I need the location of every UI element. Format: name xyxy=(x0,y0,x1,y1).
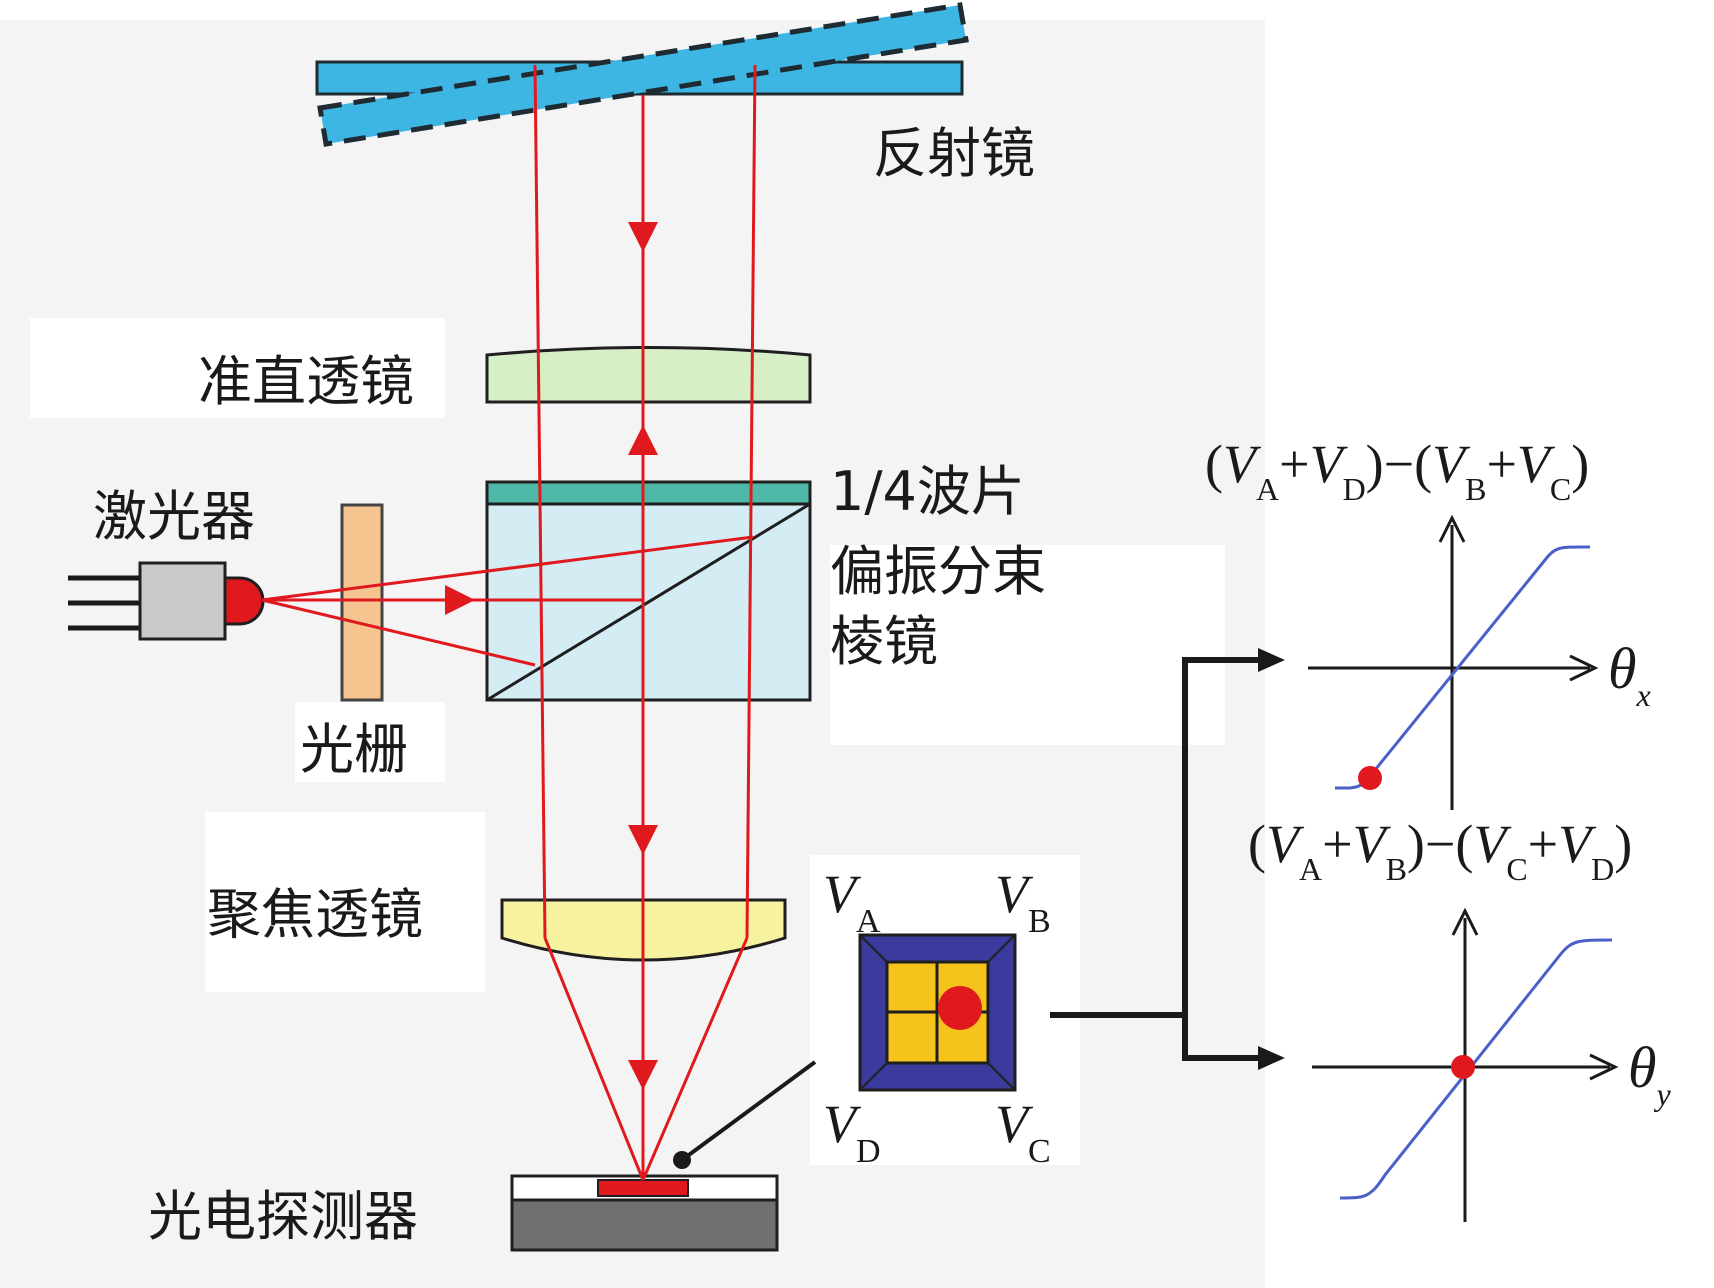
bracket-arrow-top xyxy=(1258,648,1285,672)
laser-diode xyxy=(223,576,265,626)
beam-outer-left xyxy=(533,64,547,939)
detector-base xyxy=(510,1198,779,1252)
collimator-lens xyxy=(485,346,812,404)
signal-bracket xyxy=(1050,648,1285,1070)
label-laser: 激光器 xyxy=(93,485,255,548)
polarizing-beam-splitter xyxy=(485,480,812,702)
quadrant-label-c: VC xyxy=(995,1094,1051,1170)
beam-lower xyxy=(261,598,536,667)
bracket-arrow-bottom xyxy=(1258,1046,1285,1070)
label-grating: 光栅 xyxy=(300,718,408,781)
detector-sensor xyxy=(597,1179,689,1197)
quadrant-spot xyxy=(938,986,982,1030)
beam-outer-right xyxy=(745,64,757,939)
quadrant-label-b: VB xyxy=(995,864,1051,940)
detector-pointer-dot xyxy=(673,1151,691,1169)
laser xyxy=(68,561,265,641)
formula-y: (VA+VB)−(VC+VD) xyxy=(1248,814,1632,887)
quadrant-label-a: VA xyxy=(823,864,881,940)
label-bg-focus xyxy=(205,812,485,992)
theta-x-label: θx xyxy=(1608,636,1651,713)
label-bg-grating xyxy=(295,702,445,782)
graph-theta-x xyxy=(1298,502,1688,810)
graph-theta-y xyxy=(1298,900,1688,1225)
arrow-down-3 xyxy=(628,1060,658,1090)
beam-upper xyxy=(261,535,754,602)
graph-x-bg xyxy=(1298,502,1688,810)
pbs-prism xyxy=(485,480,812,702)
laser-body xyxy=(138,561,227,641)
formula-x: (VA+VD)−(VB+VC) xyxy=(1205,434,1589,507)
label-pbs-line2: 棱镜 xyxy=(830,610,938,673)
laser-beams xyxy=(261,64,757,1181)
graph-x-curve xyxy=(1334,545,1591,790)
arrow-right xyxy=(445,585,475,615)
quadrant-label-d: VD xyxy=(823,1094,881,1170)
label-collimator: 准直透镜 xyxy=(198,350,414,413)
graph-y-point xyxy=(1451,1055,1475,1079)
arrow-up xyxy=(628,425,658,455)
beam-arrows xyxy=(445,222,658,1090)
detector-pointer-line xyxy=(680,1060,817,1162)
quadrant-detector xyxy=(858,933,1017,1092)
quarter-wave-plate xyxy=(485,480,812,506)
beam-converge-left xyxy=(543,937,645,1181)
mirror-tilted-dashed xyxy=(317,2,969,147)
label-bg-collimator xyxy=(30,318,445,418)
arrow-down-2 xyxy=(628,825,658,855)
label-quarter-wave: 1/4波片 xyxy=(830,460,1025,523)
label-mirror: 反射镜 xyxy=(873,122,1035,185)
beam-converge-right xyxy=(641,937,749,1181)
theta-y-label: θy xyxy=(1628,1035,1672,1112)
mirror xyxy=(315,2,969,147)
graph-y-bg xyxy=(1298,900,1688,1225)
label-focus-lens: 聚焦透镜 xyxy=(207,883,423,946)
label-detector: 光电探测器 xyxy=(148,1185,418,1248)
arrow-down-1 xyxy=(628,222,658,252)
label-bg-pbs xyxy=(830,545,1225,745)
graph-x-point xyxy=(1358,766,1382,790)
label-pbs-line1: 偏振分束 xyxy=(830,540,1046,603)
grating xyxy=(340,503,384,702)
